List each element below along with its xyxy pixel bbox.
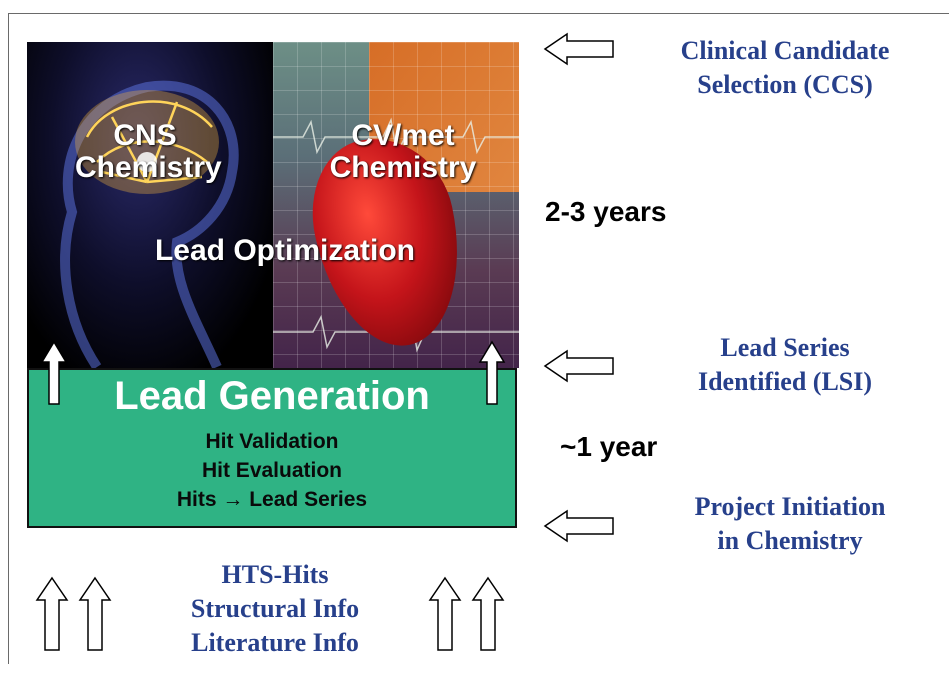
lsi-line2: Identified (LSI) — [697, 367, 873, 396]
lsi-line1: Lead Series — [720, 333, 850, 362]
cns-label-line1: CNS — [113, 119, 177, 152]
left-arrow-icon — [543, 349, 614, 383]
cv-label-line2: Chemistry — [329, 151, 477, 184]
duration-generation: ~1 year — [560, 431, 658, 462]
input-literature-info: Literature Info — [191, 628, 359, 657]
up-arrow-icon — [40, 340, 68, 405]
ccs-line2: Selection (CCS) — [697, 70, 873, 99]
left-arrow-icon — [543, 32, 614, 66]
step-hit-validation: Hit Validation — [205, 430, 339, 453]
initiation-line1: Project Initiation — [694, 492, 886, 521]
step-hit-evaluation: Hit Evaluation — [201, 459, 343, 482]
lead-generation-title: Lead Generation — [114, 374, 430, 418]
milestone-ccs: Clinical Candidate Selection (CCS) — [640, 34, 930, 102]
lead-optimization-label: Lead Optimization — [154, 234, 415, 267]
step-hits-to-lead-series: Hits → Lead Series — [176, 488, 368, 511]
cv-image-panel — [273, 42, 519, 368]
lead-generation-box: Lead Generation Hit Validation Hit Evalu… — [27, 368, 517, 528]
double-up-arrow-icon — [35, 576, 112, 651]
duration-optimization: 2-3 years — [545, 196, 667, 227]
double-up-arrow-icon — [428, 576, 505, 651]
cns-image-panel — [27, 42, 273, 368]
slide-frame — [8, 13, 949, 664]
left-arrow-icon — [543, 509, 614, 543]
cns-label-line2: Chemistry — [75, 151, 222, 184]
cv-chemistry-label: CV/met Chemistry — [318, 120, 488, 184]
input-structural-info: Structural Info — [190, 594, 360, 623]
milestone-initiation: Project Initiation in Chemistry — [650, 490, 930, 558]
cv-label-line1: CV/met — [351, 119, 455, 152]
input-sources: HTS-Hits Structural Info Literature Info — [150, 558, 400, 660]
up-arrow-icon — [478, 340, 506, 405]
ccs-line1: Clinical Candidate — [680, 36, 890, 65]
cns-chemistry-label: CNS Chemistry — [75, 119, 222, 184]
brain-illustration — [60, 80, 239, 368]
initiation-line2: in Chemistry — [717, 526, 863, 555]
input-hts-hits: HTS-Hits — [221, 560, 329, 589]
milestone-lsi: Lead Series Identified (LSI) — [665, 331, 905, 399]
